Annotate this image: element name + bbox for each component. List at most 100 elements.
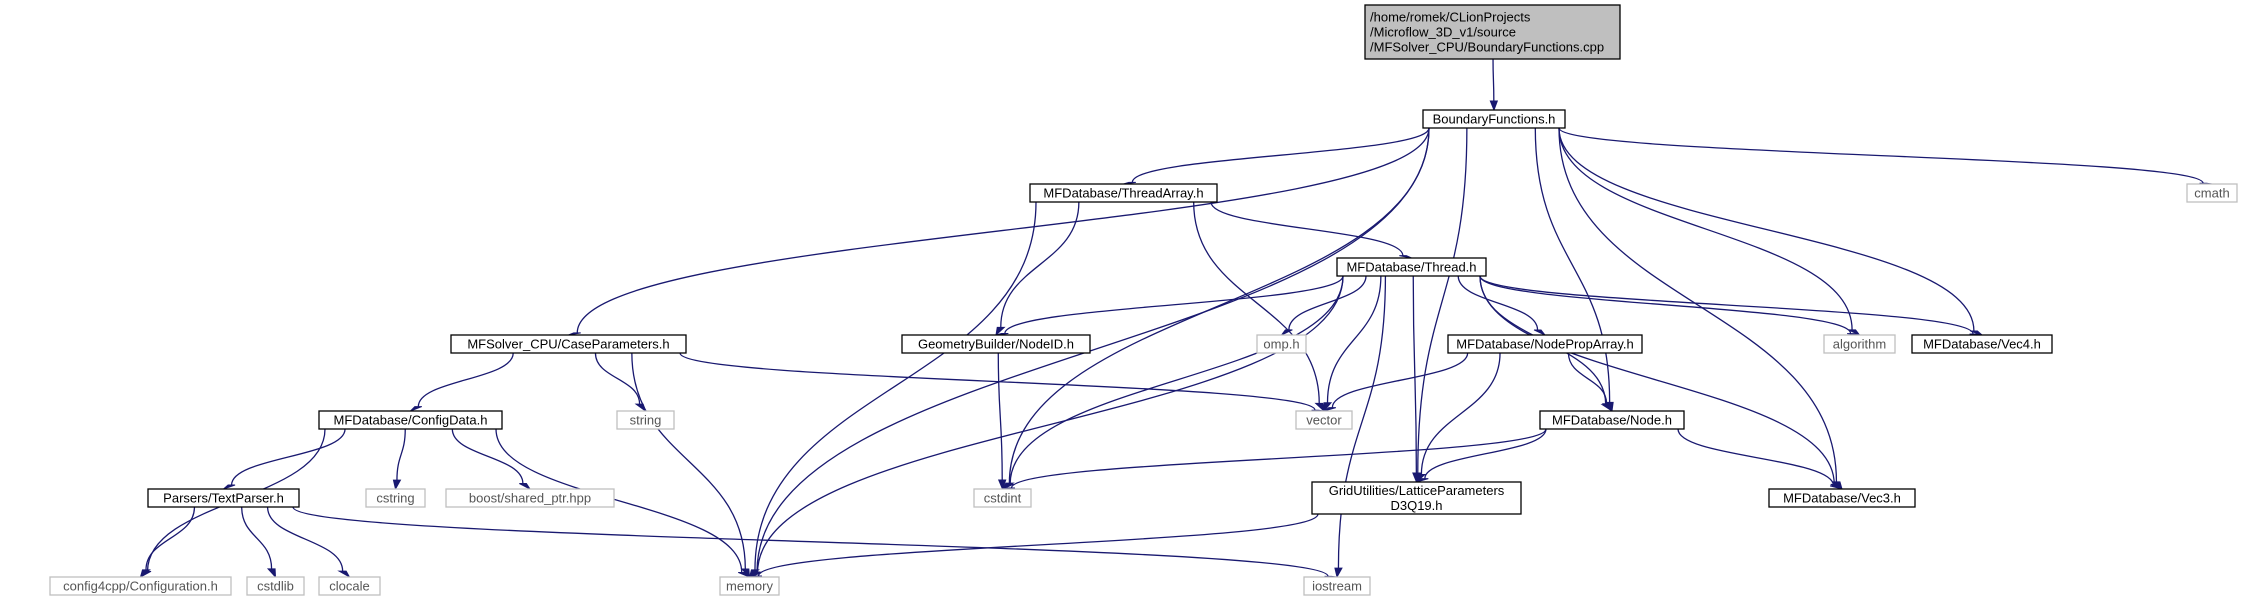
node-box xyxy=(1029,183,1218,203)
edge-cp-to-memory xyxy=(631,352,751,579)
edge-cp-to-string xyxy=(594,352,647,413)
node-label: memory xyxy=(726,579,773,594)
edge-th-to-lp xyxy=(1412,275,1421,484)
node-mfdatabase-configdata-h[interactable]: MFDatabase/ConfigData.h xyxy=(318,410,503,430)
node-label: cstdint xyxy=(984,491,1022,506)
edge-th-to-memory xyxy=(749,275,1344,578)
node-box xyxy=(445,488,615,508)
node-box xyxy=(1911,334,2053,354)
file-nodes: /home/romek/CLionProjects/Microflow_3D_v… xyxy=(49,4,2238,596)
edge-node-to-v3 xyxy=(1677,428,1843,490)
node-box xyxy=(1364,4,1621,60)
dependency-edges xyxy=(139,58,2213,579)
edge-bf-to-lp xyxy=(1413,127,1468,484)
node-vector: vector xyxy=(1295,410,1353,430)
node-algorithm: algorithm xyxy=(1823,334,1896,354)
node-label: MFDatabase/Vec3.h xyxy=(1783,491,1901,506)
node-label: /home/romek/CLionProjects xyxy=(1370,10,1531,25)
node-box xyxy=(1295,410,1353,430)
node-boost-shared-ptr-hpp: boost/shared_ptr.hpp xyxy=(445,488,615,508)
edge-node-to-lp xyxy=(1416,428,1547,483)
edge-root-to-bf xyxy=(1489,58,1499,112)
node-label: D3Q19.h xyxy=(1390,498,1442,513)
edge-npa-to-vector xyxy=(1323,352,1469,412)
node-clocale: clocale xyxy=(318,576,381,596)
node-memory: memory xyxy=(719,576,780,596)
node-iostream: iostream xyxy=(1303,576,1371,596)
node-config4cpp-configuration-h: config4cpp/Configuration.h xyxy=(49,576,232,596)
edge-th-to-iostream xyxy=(1334,275,1387,579)
edge-cd-to-tp xyxy=(223,428,346,490)
node-label: MFDatabase/Node.h xyxy=(1552,413,1672,428)
node-box xyxy=(616,410,675,430)
node-box xyxy=(147,488,300,508)
edge-cd-to-memory xyxy=(495,428,750,578)
edge-th-to-npa xyxy=(1457,275,1546,336)
node-cstdint: cstdint xyxy=(973,488,1032,508)
node-box xyxy=(719,576,780,596)
node-label: vector xyxy=(1306,413,1342,428)
node-mfdatabase-vec4-h[interactable]: MFDatabase/Vec4.h xyxy=(1911,334,2053,354)
node-box xyxy=(246,576,305,596)
node-label: MFDatabase/Vec4.h xyxy=(1923,337,2041,352)
node-string: string xyxy=(616,410,675,430)
node-label: MFSolver_CPU/CaseParameters.h xyxy=(467,337,669,352)
node-label: /MFSolver_CPU/BoundaryFunctions.cpp xyxy=(1370,40,1604,55)
node-boundaryfunctions-h[interactable]: BoundaryFunctions.h xyxy=(1422,109,1566,129)
edge-th-to-v3 xyxy=(1479,275,1843,490)
node-mfdatabase-nodeproparray-h[interactable]: MFDatabase/NodePropArray.h xyxy=(1447,334,1643,354)
node-label: MFDatabase/ThreadArray.h xyxy=(1043,186,1203,201)
node-label: algorithm xyxy=(1833,337,1886,352)
node-cstdlib: cstdlib xyxy=(246,576,305,596)
edge-cp-to-vector xyxy=(679,352,1325,412)
node-geometrybuilder-nodeid-h[interactable]: GeometryBuilder/NodeID.h xyxy=(901,334,1091,354)
node-home-romek-clionprojects-microflow-3d-v1-source-mfsolver-cpu-boundaryfunctions-cpp[interactable]: /home/romek/CLionProjects/Microflow_3D_v… xyxy=(1364,4,1621,60)
node-box xyxy=(1768,488,1916,508)
node-label: /Microflow_3D_v1/source xyxy=(1370,25,1516,40)
edge-bf-to-cstdint xyxy=(1001,127,1430,491)
node-label: clocale xyxy=(329,579,369,594)
edge-cp-to-cd xyxy=(410,352,514,412)
edge-th-to-gb xyxy=(995,275,1344,336)
node-mfdatabase-vec3-h[interactable]: MFDatabase/Vec3.h xyxy=(1768,488,1916,508)
edge-lp-to-memory xyxy=(749,513,1319,578)
node-label: cstdlib xyxy=(257,579,294,594)
edge-bf-to-cmath xyxy=(1558,127,2213,185)
node-cstring: cstring xyxy=(365,488,426,508)
edge-th-to-omp xyxy=(1281,275,1367,336)
node-mfdatabase-node-h[interactable]: MFDatabase/Node.h xyxy=(1539,410,1685,430)
node-label: MFDatabase/Thread.h xyxy=(1346,260,1476,275)
node-label: string xyxy=(630,413,662,428)
edge-bf-to-ta xyxy=(1123,127,1430,185)
node-box xyxy=(2186,183,2238,203)
edge-npa-to-node xyxy=(1567,352,1613,413)
edge-cd-to-cstring xyxy=(392,428,406,491)
node-box xyxy=(365,488,426,508)
node-omp-h: omp.h xyxy=(1256,334,1307,354)
edge-bf-to-alg xyxy=(1558,127,1860,336)
node-mfdatabase-thread-h[interactable]: MFDatabase/Thread.h xyxy=(1336,257,1487,277)
node-box xyxy=(1823,334,1896,354)
edge-bf-to-v4 xyxy=(1558,127,1983,336)
node-label: MFDatabase/NodePropArray.h xyxy=(1456,337,1634,352)
edge-bf-to-cp xyxy=(568,127,1430,336)
edge-tp-to-cstdlib xyxy=(241,506,277,579)
node-mfdatabase-threadarray-h[interactable]: MFDatabase/ThreadArray.h xyxy=(1029,183,1218,203)
edge-th-to-cstdint xyxy=(1002,275,1344,490)
node-label: GridUtilities/LatticeParameters xyxy=(1329,483,1505,498)
node-label: cstring xyxy=(376,491,414,506)
node-box xyxy=(318,576,381,596)
node-label: config4cpp/Configuration.h xyxy=(63,579,218,594)
node-mfsolver-cpu-caseparameters-h[interactable]: MFSolver_CPU/CaseParameters.h xyxy=(450,334,687,354)
node-box xyxy=(1303,576,1371,596)
edge-ta-to-gb xyxy=(995,201,1080,337)
node-label: MFDatabase/ConfigData.h xyxy=(334,413,488,428)
node-label: Parsers/TextParser.h xyxy=(163,491,284,506)
node-box xyxy=(450,334,687,354)
edge-npa-to-lp xyxy=(1415,352,1501,484)
node-box xyxy=(1256,334,1307,354)
node-label: omp.h xyxy=(1263,337,1299,352)
node-parsers-textparser-h[interactable]: Parsers/TextParser.h xyxy=(147,488,300,508)
edge-ta-to-vector xyxy=(1193,201,1325,413)
